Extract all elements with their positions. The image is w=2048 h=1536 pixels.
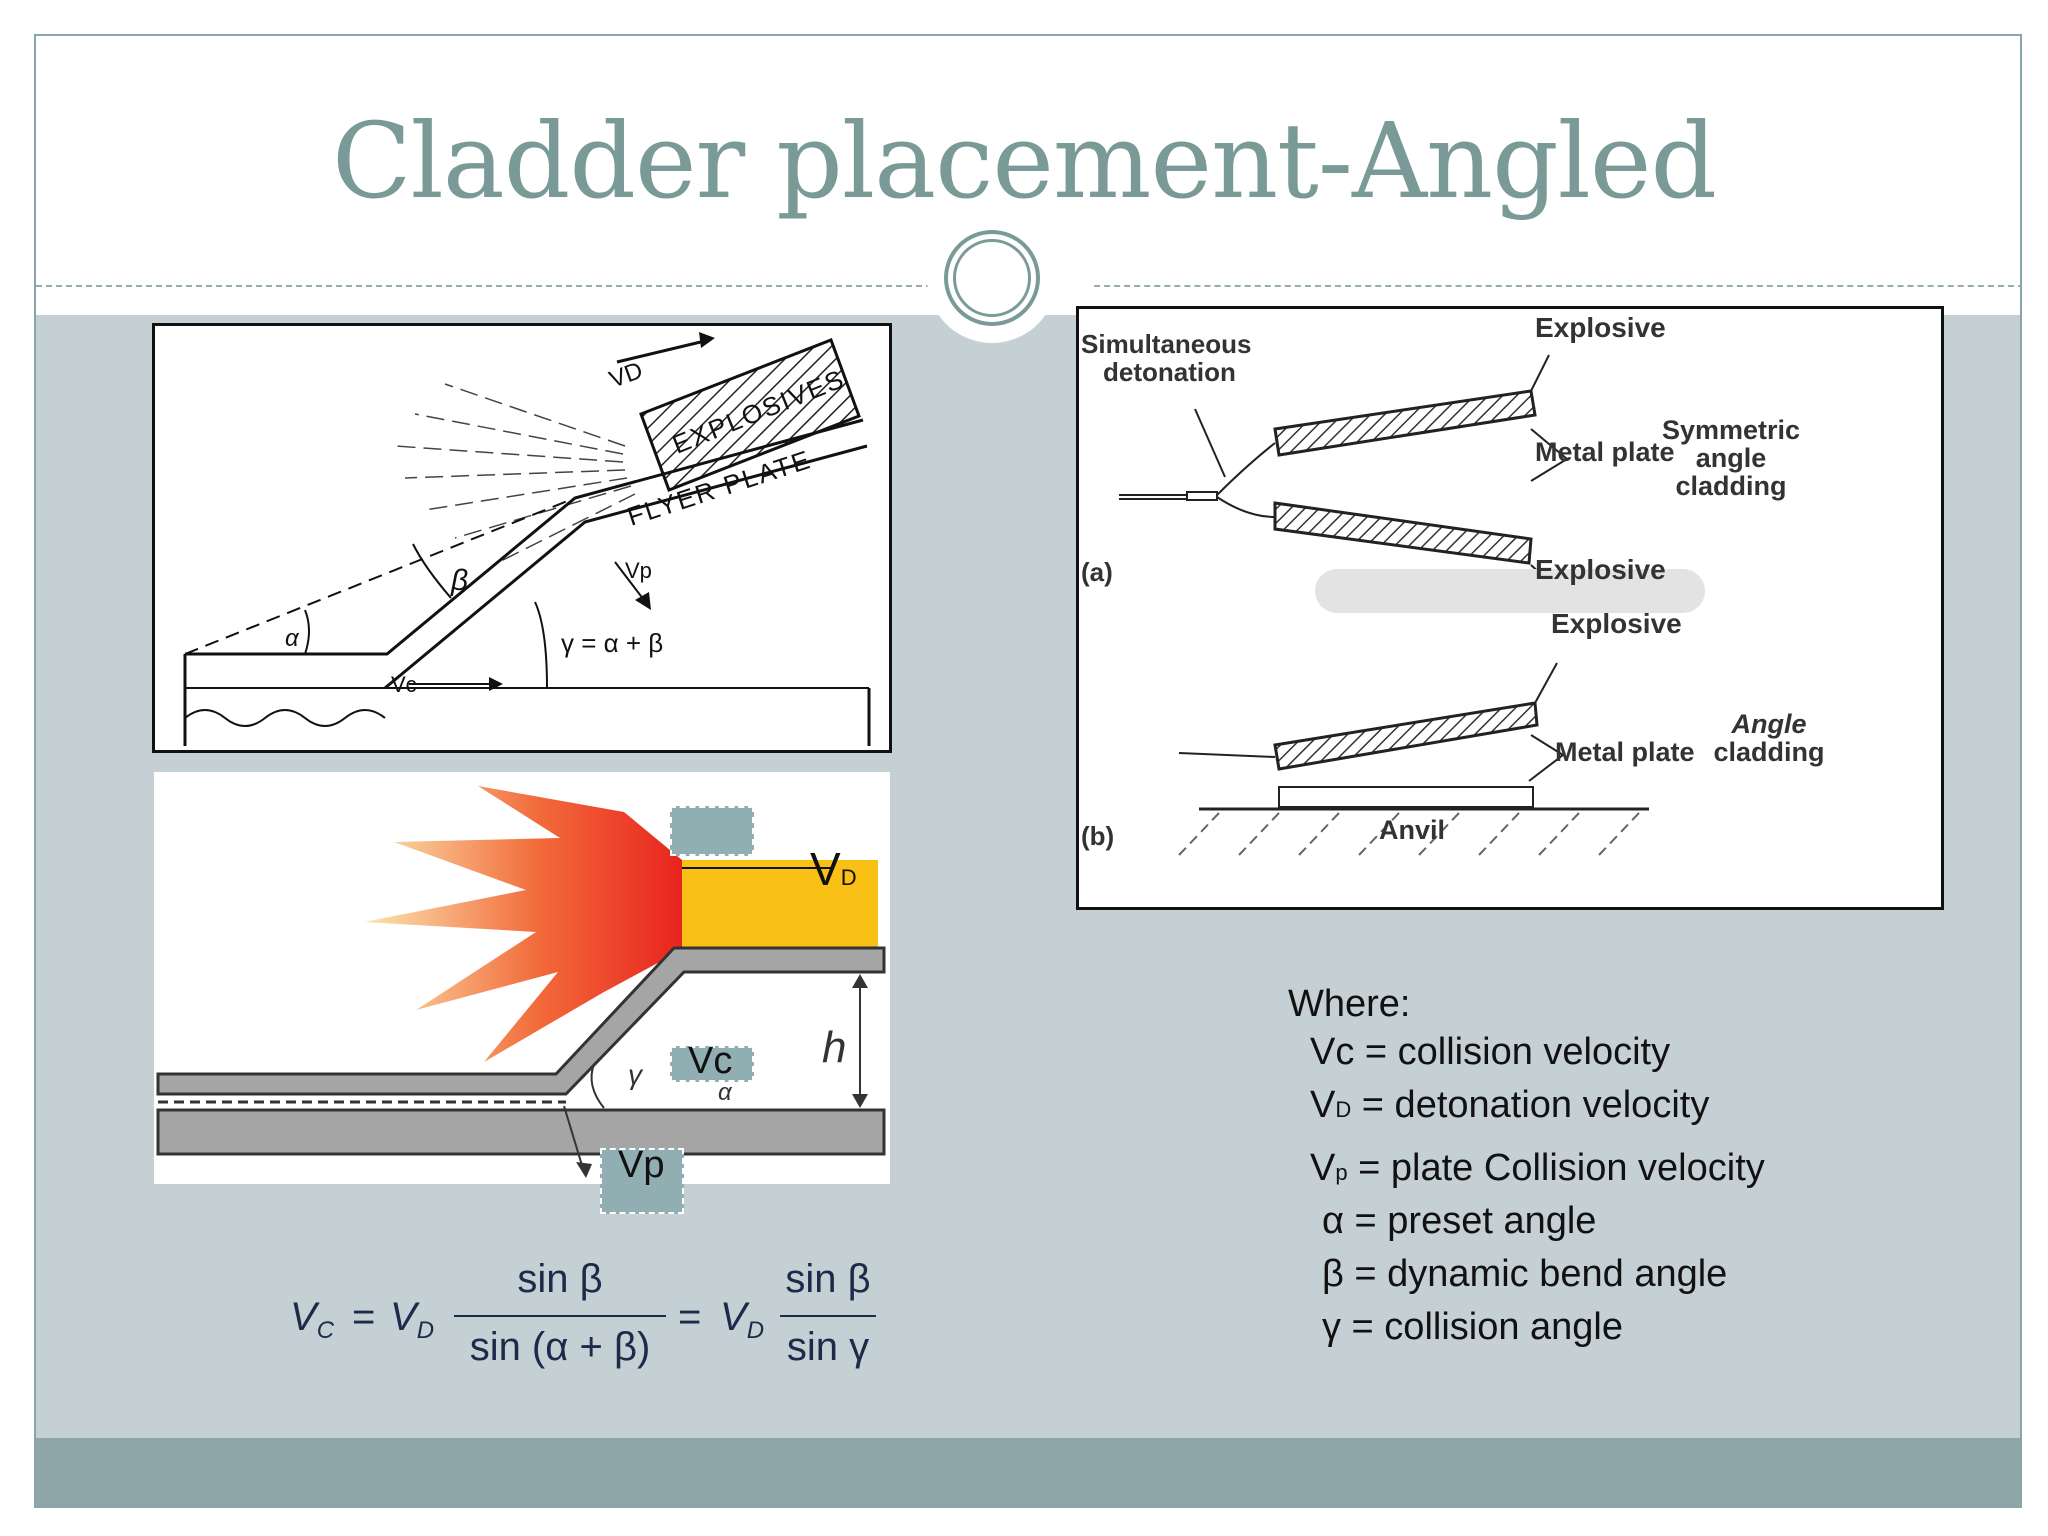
- formula-denominator-2: sin γ: [787, 1325, 869, 1369]
- beta-label: β: [450, 564, 468, 597]
- explosive-block: [682, 860, 878, 950]
- explosive-plate-upper: [1273, 389, 1537, 457]
- symmetric-label: Symmetric: [1662, 415, 1800, 445]
- svg-text:VD: VD: [390, 1295, 434, 1344]
- legend-row-beta: β = dynamic bend angle: [1322, 1253, 1728, 1295]
- variable-legend: Where: Vc = collision velocity VD = deto…: [1288, 980, 1765, 1356]
- base-plate: [156, 1108, 886, 1156]
- formula-vc-sub: C: [317, 1317, 335, 1344]
- flyer-plate-bottom: [384, 444, 868, 690]
- explosion-flame: [364, 786, 682, 1062]
- vd-label: VD: [810, 843, 857, 895]
- legend-row-vp: Vp = plate Collision velocity: [1310, 1147, 1765, 1189]
- slide-title: Cladder placement-Angled: [331, 100, 1717, 222]
- anvil-hatching: [1178, 812, 1640, 856]
- divider-left: [36, 285, 962, 287]
- alpha-label: α: [285, 625, 300, 652]
- blurred-overlay: [1315, 569, 1705, 613]
- angle-label: Angle: [1730, 709, 1806, 739]
- explosive-top-label: Explosive: [1535, 312, 1666, 343]
- base-plate-b: [1278, 786, 1534, 808]
- svg-text:VD: VD: [720, 1295, 764, 1344]
- collision-velocity-formula: VC = VD sin β sin (α + β) = VD sin β sin…: [250, 1240, 890, 1380]
- angle-cladding-diagram: Simultaneous detonation Explosive Metal …: [1076, 306, 1944, 910]
- flyer-plate-top: [185, 418, 864, 656]
- formula-vd-1: V: [390, 1295, 420, 1339]
- original-plate-line: [184, 497, 576, 655]
- anvil-label: Anvil: [1379, 815, 1445, 845]
- vc-label: Vc: [688, 1040, 733, 1082]
- legend-row-alpha: α = preset angle: [1322, 1200, 1597, 1242]
- part-a-label: (a): [1081, 557, 1113, 587]
- alpha-label: α: [718, 1079, 733, 1106]
- gamma-equation: γ = α + β: [561, 628, 663, 658]
- vp-label: Vp: [618, 1144, 665, 1186]
- title-ornament-inner-ring: [953, 239, 1031, 317]
- formula-denominator-1: sin (α + β): [470, 1325, 651, 1369]
- metal-plate-a-label: Metal plate: [1535, 437, 1675, 467]
- formula-vd-2: V: [720, 1295, 750, 1339]
- explosion-cladding-diagram: h γ α: [154, 772, 890, 1184]
- vp-label: Vp: [625, 558, 652, 583]
- formula-numerator-1: sin β: [517, 1257, 602, 1301]
- vd-label: VD: [606, 357, 647, 394]
- formula-vd-2-sub: D: [747, 1317, 764, 1344]
- explosive-mid-label: Explosive: [1535, 554, 1666, 585]
- formula-vc: V: [290, 1295, 320, 1339]
- vc-label-box: [670, 1046, 754, 1082]
- legend-row-vc: Vc = collision velocity: [1310, 1031, 1671, 1073]
- wavy-interface: [184, 709, 386, 727]
- angle-cladding-label: cladding: [1713, 737, 1824, 767]
- vd-label-box: [670, 806, 754, 856]
- explosive-b-label: Explosive: [1551, 608, 1682, 639]
- legend-heading: Where:: [1288, 983, 1411, 1025]
- title-ornament-ring: [944, 230, 1040, 326]
- detonation-label: detonation: [1103, 357, 1236, 387]
- simultaneous-label: Simultaneous: [1081, 329, 1251, 359]
- symmetric-angle-label: angle: [1696, 443, 1767, 473]
- formula-equals-2: =: [678, 1295, 701, 1339]
- flyer-plate-diagram: VD EXPLOSIVES FLYER PLATE β α Vp γ = α +…: [152, 323, 892, 753]
- detonation-spray-lines: [394, 383, 636, 565]
- svg-text:VC: VC: [290, 1295, 335, 1344]
- footer-bar: [36, 1438, 2020, 1506]
- explosives-block: [639, 338, 861, 492]
- formula-equals-1: =: [352, 1295, 375, 1339]
- explosive-plate-lower: [1273, 501, 1533, 565]
- legend-row-gamma: γ = collision angle: [1322, 1306, 1624, 1348]
- h-label: h: [822, 1023, 846, 1072]
- formula-numerator-2: sin β: [785, 1257, 870, 1301]
- part-b-label: (b): [1081, 821, 1114, 851]
- legend-row-vd: VD = detonation velocity: [1310, 1084, 1710, 1126]
- symmetric-cladding-label: cladding: [1675, 471, 1786, 501]
- vc-label: Vc: [391, 672, 417, 697]
- metal-plate-b-label: Metal plate: [1555, 737, 1695, 767]
- vp-label-box: [600, 1148, 684, 1214]
- divider-right: [1094, 285, 2020, 287]
- formula-vd-1-sub: D: [417, 1317, 434, 1344]
- explosive-plate-b: [1273, 701, 1539, 771]
- gamma-label: γ: [628, 1059, 644, 1090]
- flyer-plate: [156, 946, 886, 1096]
